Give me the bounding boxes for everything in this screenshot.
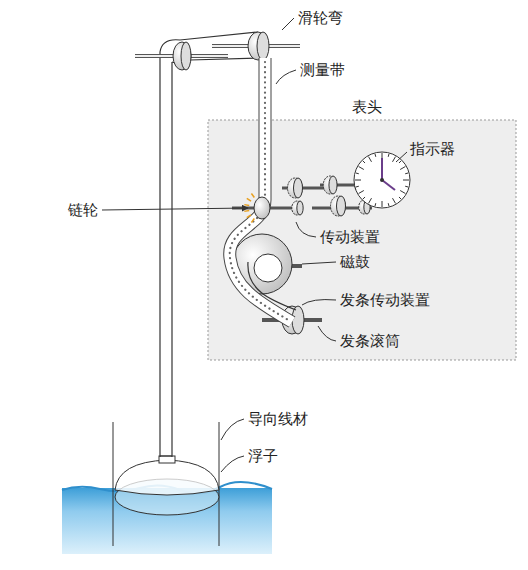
belt bbox=[160, 456, 172, 457]
spring-drive bbox=[248, 262, 296, 310]
part-label: 发条传动装置 bbox=[340, 291, 430, 309]
part-label: 测量带 bbox=[300, 61, 345, 79]
dial-hub bbox=[380, 178, 384, 182]
measuring-tape bbox=[230, 58, 292, 322]
belt bbox=[171, 62, 172, 457]
part-label: 导向线材 bbox=[248, 410, 308, 428]
float-hook bbox=[159, 456, 175, 463]
magnetic-drum bbox=[254, 254, 282, 282]
part-label: 指示器 bbox=[410, 140, 455, 158]
guide-wire bbox=[113, 422, 114, 546]
part-label: 滑轮弯 bbox=[298, 9, 343, 27]
part-label: 链轮 bbox=[68, 201, 98, 219]
indicator-dial bbox=[354, 152, 410, 208]
spring-drum bbox=[292, 306, 304, 334]
region-heading: 表头 bbox=[352, 98, 382, 116]
guide-wire bbox=[219, 422, 220, 546]
sprocket bbox=[254, 197, 270, 219]
leader-lines bbox=[102, 18, 407, 472]
part-label: 传动装置 bbox=[320, 228, 380, 246]
part-label: 发条滚筒 bbox=[340, 332, 400, 350]
part-label: 磁鼓 bbox=[340, 253, 370, 271]
pulley bbox=[257, 32, 269, 60]
float-dome bbox=[115, 460, 219, 495]
belt bbox=[159, 52, 160, 457]
pulley bbox=[173, 42, 191, 70]
gauge-head-panel bbox=[208, 120, 516, 360]
dial-ticks bbox=[355, 153, 409, 207]
dial-hand bbox=[381, 158, 383, 180]
pulley bbox=[248, 32, 268, 60]
part-label: 浮子 bbox=[248, 447, 278, 465]
transmission-gears bbox=[288, 174, 371, 216]
pulley bbox=[181, 42, 191, 70]
dial-hand bbox=[382, 180, 395, 190]
